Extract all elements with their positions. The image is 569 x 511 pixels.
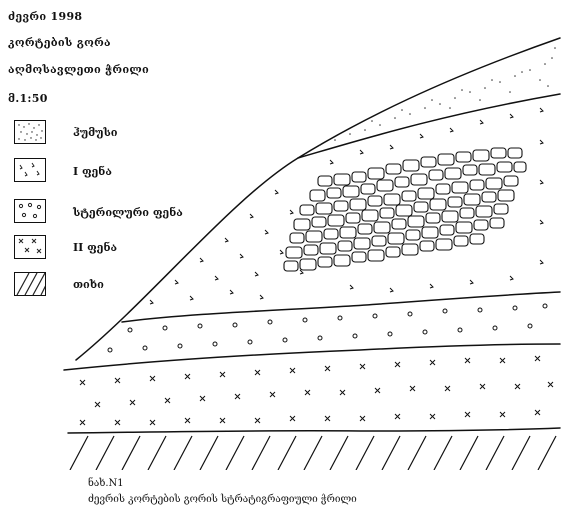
legend-swatch-layer1	[14, 158, 46, 182]
legend-label-layer1: I ფენა	[73, 165, 112, 178]
layer1-fill	[149, 107, 544, 305]
site-title: ძევრი 1998	[8, 10, 83, 23]
legend-label-clay: თიხი	[73, 278, 104, 291]
legend-label-humus: ჰუმუსი	[73, 126, 118, 139]
figure-caption: ძევრის კორტების გორის სტრატიგრაფიული ჭრი…	[88, 494, 357, 505]
sterile-top-boundary	[121, 291, 561, 323]
stone-wall	[283, 147, 527, 272]
scale-label: მ.1:50	[8, 92, 48, 105]
figure-number: ნახ.N1	[88, 478, 124, 489]
humus-fill	[319, 47, 556, 146]
layer2-fill	[79, 355, 554, 426]
stratigraphic-section	[63, 37, 561, 470]
layer2-top-boundary	[63, 343, 561, 371]
ground-surface-line	[75, 93, 561, 361]
legend-label-layer2: II ფენა	[73, 241, 118, 254]
clay-hatching	[69, 435, 557, 470]
legend-swatch-humus	[14, 120, 46, 144]
hill-name: კორტების გორა	[8, 36, 111, 49]
legend-swatch-clay	[14, 272, 46, 296]
section-title: აღმოსავლეთი ჭრილი	[8, 63, 150, 76]
clay-top-boundary	[67, 427, 561, 434]
sterile-fill	[107, 303, 548, 353]
legend-swatch-sterile	[14, 199, 46, 223]
legend-swatch-layer2	[14, 235, 46, 259]
humus-top-boundary	[297, 37, 561, 159]
legend-label-sterile: სტერილური ფენა	[73, 206, 183, 219]
